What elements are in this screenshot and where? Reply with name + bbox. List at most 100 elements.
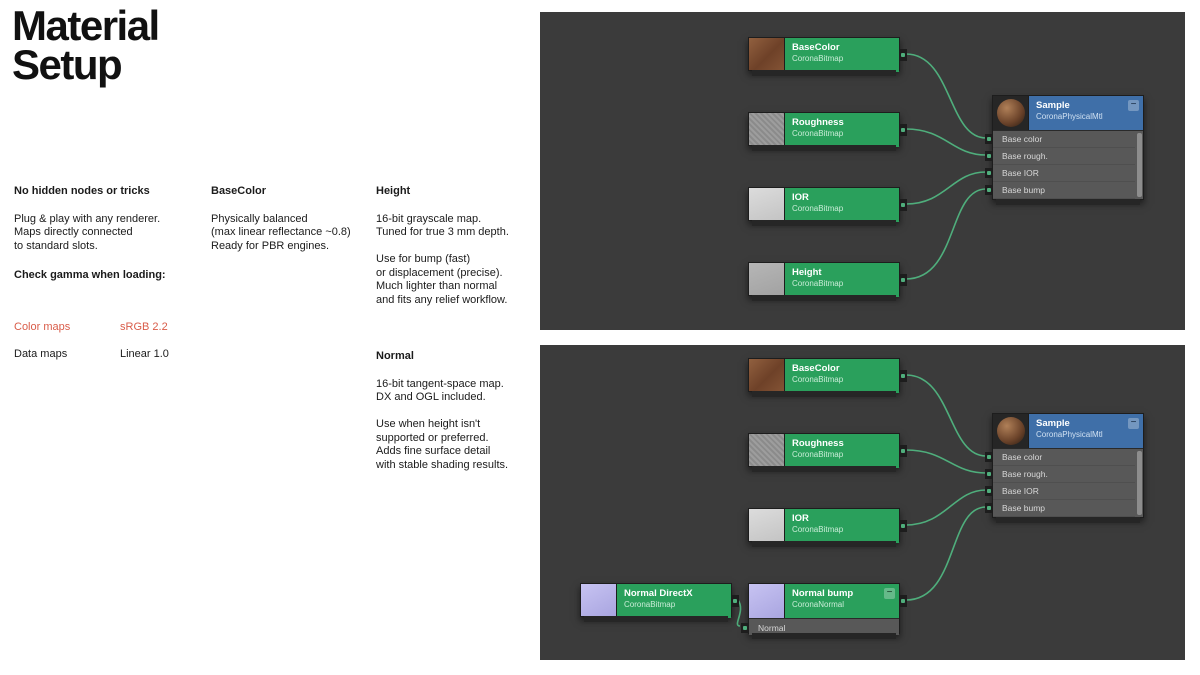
node-title: Normal bump (792, 588, 854, 599)
output-socket[interactable] (899, 445, 907, 457)
gamma-row-data-maps: Data maps Linear 1.0 (14, 348, 224, 362)
node-graph-bottom: BaseColor CoronaBitmap Roughness CoronaB… (540, 345, 1185, 660)
node-height[interactable]: Height CoronaBitmap (748, 262, 907, 301)
roughness-thumbnail (749, 113, 785, 145)
overview-body: Plug & play with any renderer. Maps dire… (14, 212, 161, 252)
scrollbar[interactable] (1137, 451, 1142, 515)
node-title: IOR (792, 192, 809, 203)
basecolor-heading: BaseColor (211, 184, 267, 197)
input-socket[interactable] (985, 486, 993, 496)
node-title: BaseColor (792, 363, 840, 374)
node-normal-bump[interactable]: Normal bump CoronaNormal − Normal (741, 583, 907, 639)
node-subtitle: CoronaNormal (792, 600, 845, 609)
input-socket[interactable] (985, 452, 993, 462)
node-header: Normal bump CoronaNormal − (785, 584, 899, 618)
text-block-normal: Normal 16-bit tangent-space map. DX and … (376, 336, 536, 486)
node-subtitle: CoronaPhysicalMtl (1036, 430, 1103, 439)
node-normal-directx[interactable]: Normal DirectX CoronaBitmap (580, 583, 739, 622)
node-header: IOR CoronaBitmap (785, 509, 899, 543)
scrollbar[interactable] (1137, 133, 1142, 197)
text-block-gamma: Check gamma when loading: Color maps sRG… (14, 255, 224, 389)
node-subtitle: CoronaBitmap (792, 450, 844, 459)
node-header: Sample CoronaPhysicalMtl − (993, 414, 1143, 448)
node-roughness[interactable]: Roughness CoronaBitmap (748, 112, 907, 151)
node-ior[interactable]: IOR CoronaBitmap (748, 508, 907, 547)
roughness-thumbnail (749, 434, 785, 466)
basecolor-body: Physically balanced (max linear reflecta… (211, 212, 351, 252)
node-header: BaseColor CoronaBitmap (785, 38, 899, 72)
node-title: Roughness (792, 438, 844, 449)
node-sample-material[interactable]: Sample CoronaPhysicalMtl − Base color Ba… (985, 95, 1144, 205)
node-header: Normal DirectX CoronaBitmap (617, 584, 731, 618)
input-socket[interactable] (985, 134, 993, 144)
node-title: BaseColor (792, 42, 840, 53)
node-graph-top: BaseColor CoronaBitmap Roughness CoronaB… (540, 12, 1185, 330)
node-basecolor[interactable]: BaseColor CoronaBitmap (748, 37, 907, 76)
node-sample-material[interactable]: Sample CoronaPhysicalMtl − Base color Ba… (985, 413, 1144, 523)
slot-base-rough[interactable]: Base rough. (985, 466, 1135, 483)
slot-base-ior[interactable]: Base IOR (985, 483, 1135, 500)
basecolor-thumbnail (749, 38, 785, 70)
collapse-button[interactable]: − (1128, 100, 1139, 111)
ior-thumbnail (749, 188, 785, 220)
slot-base-ior[interactable]: Base IOR (985, 165, 1135, 182)
node-subtitle: CoronaBitmap (792, 279, 844, 288)
node-subtitle: CoronaBitmap (792, 204, 844, 213)
output-socket[interactable] (899, 124, 907, 136)
slot-label: Base IOR (1002, 486, 1039, 496)
node-title: Sample (1036, 100, 1070, 111)
slot-label: Base IOR (1002, 168, 1039, 178)
output-socket[interactable] (731, 595, 739, 607)
output-socket[interactable] (899, 520, 907, 532)
slot-base-rough[interactable]: Base rough. (985, 148, 1135, 165)
slot-base-color[interactable]: Base color (985, 131, 1135, 148)
slot-label: Base color (1002, 134, 1043, 144)
node-ior[interactable]: IOR CoronaBitmap (748, 187, 907, 226)
gamma-table: Color maps sRGB 2.2 Data maps Linear 1.0 (14, 308, 224, 376)
output-socket[interactable] (899, 274, 907, 286)
slot-label: Base rough. (1002, 469, 1048, 479)
height-heading: Height (376, 184, 411, 197)
output-socket[interactable] (899, 595, 907, 607)
collapse-button[interactable]: − (1128, 418, 1139, 429)
gamma-value: sRGB 2.2 (120, 321, 168, 333)
node-title: IOR (792, 513, 809, 524)
page-title: Material Setup (12, 2, 160, 89)
input-socket[interactable] (985, 151, 993, 161)
output-socket[interactable] (899, 199, 907, 211)
input-socket[interactable] (985, 503, 993, 513)
node-header: IOR CoronaBitmap (785, 188, 899, 222)
collapse-button[interactable]: − (884, 588, 895, 599)
node-header: Roughness CoronaBitmap (785, 434, 899, 468)
node-subtitle: CoronaBitmap (792, 375, 844, 384)
output-socket[interactable] (899, 370, 907, 382)
input-socket[interactable] (985, 185, 993, 195)
gamma-label: Color maps (14, 321, 71, 333)
slot-base-color[interactable]: Base color (985, 449, 1135, 466)
slot-base-bump[interactable]: Base bump (985, 500, 1135, 517)
slot-base-bump[interactable]: Base bump (985, 182, 1135, 199)
height-body: 16-bit grayscale map. Tuned for true 3 m… (376, 212, 509, 306)
input-socket[interactable] (741, 622, 749, 633)
slot-label: Normal (758, 622, 786, 633)
material-sphere-thumbnail (993, 96, 1029, 130)
node-header: Height CoronaBitmap (785, 263, 899, 297)
input-socket[interactable] (985, 469, 993, 479)
gamma-value: Linear 1.0 (120, 348, 169, 360)
slot-label: Base bump (1002, 185, 1045, 195)
slot-normal[interactable]: Normal (741, 619, 899, 636)
text-block-height: Height 16-bit grayscale map. Tuned for t… (376, 171, 536, 321)
input-socket[interactable] (985, 168, 993, 178)
node-subtitle: CoronaPhysicalMtl (1036, 112, 1103, 121)
node-body: Base color Base rough. Base IOR Base bum… (985, 130, 1143, 199)
node-roughness[interactable]: Roughness CoronaBitmap (748, 433, 907, 472)
slot-label: Base color (1002, 452, 1043, 462)
height-thumbnail (749, 263, 785, 295)
node-basecolor[interactable]: BaseColor CoronaBitmap (748, 358, 907, 397)
slot-label: Base rough. (1002, 151, 1048, 161)
output-socket[interactable] (899, 49, 907, 61)
node-body: Normal (741, 618, 899, 636)
node-subtitle: CoronaBitmap (624, 600, 676, 609)
node-subtitle: CoronaBitmap (792, 129, 844, 138)
